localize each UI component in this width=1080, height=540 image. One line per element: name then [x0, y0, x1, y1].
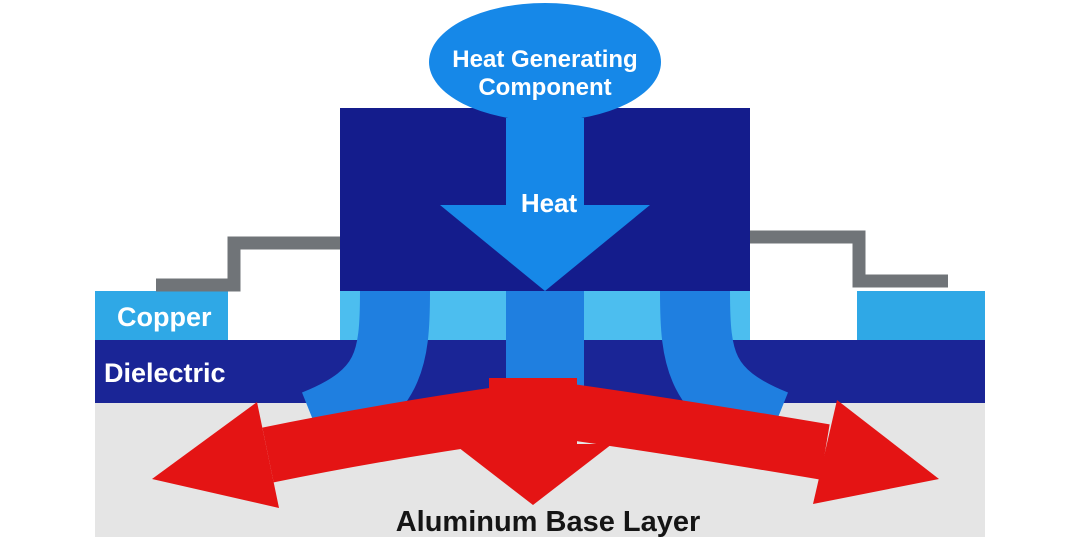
- copper-label: Copper: [117, 302, 212, 332]
- copper-layer-left: [95, 291, 228, 340]
- aluminum-label: Aluminum Base Layer: [396, 506, 701, 538]
- spread-arrow-right-head: [813, 400, 939, 504]
- component-lead-right: [736, 230, 948, 288]
- heat-source-ellipse: [429, 3, 661, 121]
- heat-arrow: [440, 118, 650, 291]
- component-lead-left: [156, 236, 354, 292]
- spread-arrow-left-head: [152, 402, 279, 508]
- copper-layer-right: [857, 291, 985, 340]
- heat-source-label-line1: Heat Generating: [452, 46, 637, 73]
- spread-arrow-down: [454, 378, 612, 505]
- heat-arrow-label: Heat: [521, 188, 578, 218]
- heat-source-label-line2: Component: [478, 74, 611, 101]
- dielectric-label: Dielectric: [104, 358, 226, 388]
